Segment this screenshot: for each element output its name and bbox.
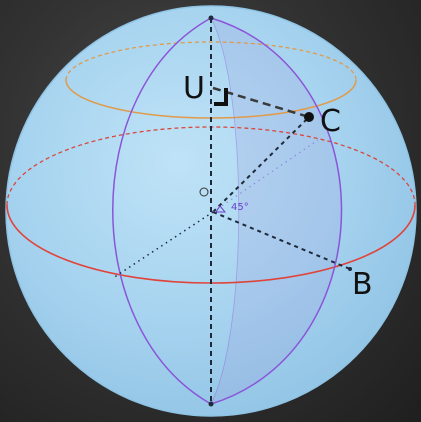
segment-uc (212, 86, 310, 119)
point-north (208, 15, 214, 21)
label-b: B (352, 267, 373, 302)
angle-marker (215, 205, 227, 213)
dotted-diameter (112, 211, 214, 279)
point-o-marker (199, 187, 209, 197)
radius-ob (212, 211, 351, 270)
meridian-right (210, 17, 343, 405)
right-angle-marker (214, 88, 228, 106)
meridian-inner (210, 17, 240, 405)
label-u: U (183, 71, 205, 106)
point-b (348, 267, 352, 271)
point-c (304, 112, 314, 122)
label-c: C (320, 104, 341, 139)
meridian-left (112, 17, 212, 405)
label-angle: 45° (231, 202, 249, 213)
radius-oc (212, 116, 310, 213)
latitude-circle-back (65, 41, 357, 81)
point-south (208, 401, 214, 407)
